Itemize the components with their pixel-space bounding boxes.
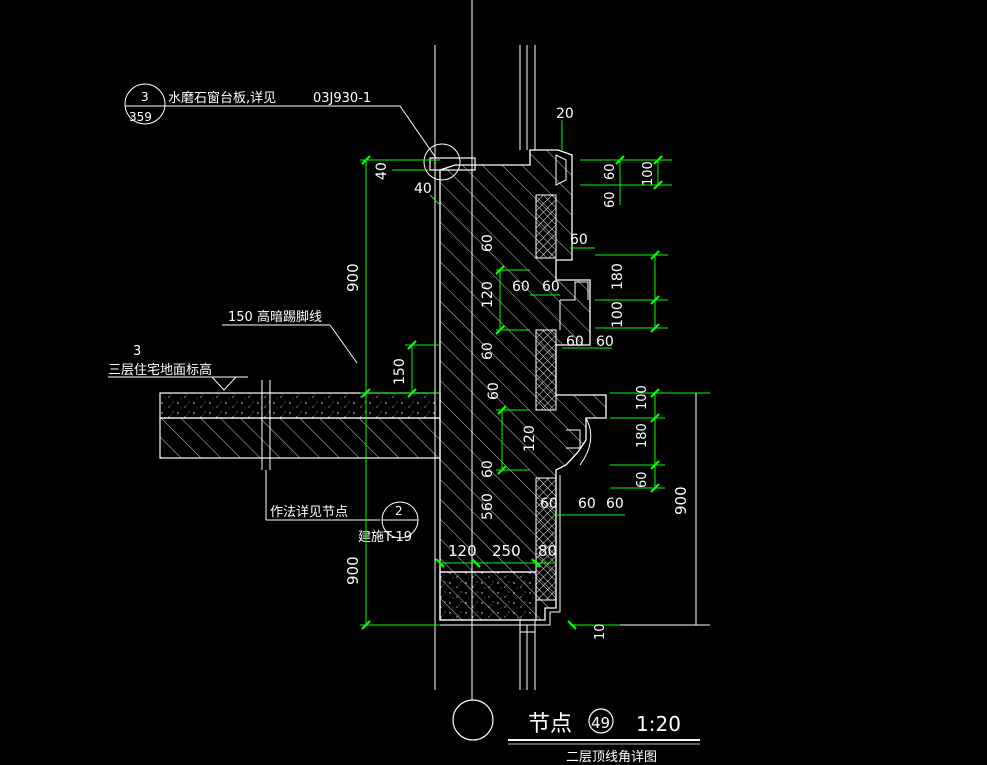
dim-right-180: 180: [610, 263, 626, 290]
dim-bottom-80: 80: [538, 542, 557, 560]
dim-wall-60-d: 60: [480, 460, 496, 478]
dim-top-20: 20: [556, 106, 574, 122]
dim-wall-120-a: 120: [480, 281, 496, 308]
dim-sill-40a: 40: [374, 162, 390, 180]
dim-wall-560: 560: [480, 493, 496, 520]
window-sill: [423, 143, 476, 181]
sill-label: 水磨石窗台板,详见: [168, 90, 276, 106]
callout-detail: 作法详见节点 2 建施T-19: [265, 470, 419, 545]
detail-bubble-top: 2: [395, 504, 403, 518]
dimension-texts: 20 40 40 900 150 900 60 120 60 60 120 60…: [344, 106, 690, 640]
dim-right-60-band: 60: [570, 232, 588, 248]
sill-bubble-top: 3: [141, 90, 149, 104]
dim-right-60-x2: 60: [596, 334, 614, 350]
floor-level-number: 3: [133, 344, 141, 359]
dim-mid-60-b: 60: [542, 279, 560, 295]
dim-right-60-b: 60: [635, 471, 650, 488]
right-900-dimension: [620, 393, 710, 626]
floor-level-mark: 3 三层住宅地面标高: [108, 344, 248, 391]
detail-bubble-bottom: 建施T-19: [358, 530, 412, 545]
dim-wall-60-a: 60: [480, 234, 496, 252]
dim-left-150: 150: [392, 358, 408, 385]
dim-right-180-b: 180: [635, 423, 650, 448]
floor-level-label: 三层住宅地面标高: [108, 362, 212, 378]
dim-wall-60-b: 60: [480, 342, 496, 360]
title-number: 49: [591, 714, 610, 732]
dimension-ticks: [361, 155, 663, 630]
dim-right-100: 100: [610, 301, 626, 328]
dim-right-60-y1: 60: [540, 496, 558, 512]
dim-wall-120-b: 120: [522, 425, 538, 452]
dim-right-60-top: 60: [603, 163, 618, 180]
dim-left-900-lower: 900: [344, 556, 362, 585]
title-scale: 1:20: [636, 712, 681, 736]
callout-sill: 3 359 水磨石窗台板,详见 03J930-1: [124, 83, 437, 159]
axis-bubble: [452, 699, 494, 741]
dim-right-60-y2: 60: [578, 496, 596, 512]
title-block: 节点 49 1:20 二层顶线角详图: [508, 708, 700, 765]
dim-bottom-120: 120: [448, 542, 477, 560]
dim-wall-60-c: 60: [486, 382, 502, 400]
dim-bottom-10: 10: [593, 623, 608, 640]
floor-slab: [159, 380, 441, 470]
title-label: 节点: [528, 712, 572, 737]
detail-label: 作法详见节点: [270, 505, 348, 520]
dim-bottom-250: 250: [492, 542, 521, 560]
dim-left-900-upper: 900: [344, 263, 362, 292]
dim-right-900: 900: [672, 486, 690, 515]
dim-right-60-y3: 60: [606, 496, 624, 512]
sill-bubble-bottom: 359: [129, 110, 152, 124]
sill-reference: 03J930-1: [313, 91, 371, 106]
dim-sill-40b: 40: [414, 181, 432, 197]
bottom-beam: [439, 571, 537, 633]
title-subtitle: 二层顶线角详图: [566, 750, 657, 765]
callout-skirting: 150 高暗踢脚线: [222, 309, 358, 364]
dim-right-60-top2: 60: [603, 191, 618, 208]
dim-right-60-x1: 60: [566, 334, 584, 350]
skirting-label: 150 高暗踢脚线: [228, 309, 322, 325]
dim-mid-60-a: 60: [512, 279, 530, 295]
cornice-profile: [535, 154, 592, 601]
dim-right-100-top: 100: [641, 161, 656, 186]
dim-right-100-b: 100: [635, 385, 650, 410]
